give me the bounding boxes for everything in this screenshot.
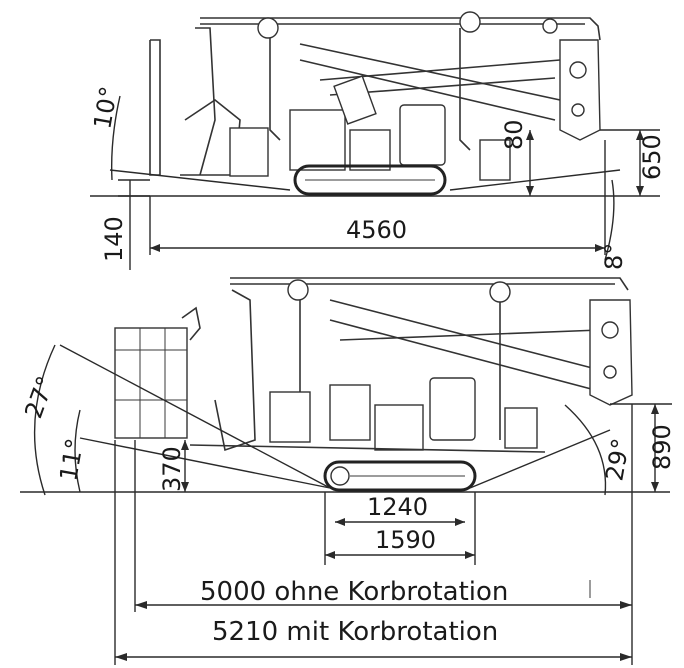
label-dim-1590: 1590 <box>375 526 436 554</box>
caption-line-1: 5000 ohne Korbrotation <box>200 577 508 607</box>
label-dim-650: 650 <box>638 134 666 180</box>
label-dim-140: 140 <box>100 216 128 262</box>
label-angle-27: 27° <box>19 372 60 422</box>
transport-dimensions <box>109 95 660 270</box>
machine-transport-view <box>90 11 660 197</box>
machine-working-view <box>20 277 670 493</box>
label-angle-11: 11° <box>54 436 89 483</box>
label-dim-80: 80 <box>500 119 528 150</box>
label-angle-8: 8° <box>600 243 628 270</box>
label-dim-1240: 1240 <box>367 493 428 521</box>
label-dim-370: 370 <box>158 446 186 492</box>
label-dim-890: 890 <box>648 424 676 470</box>
working-dimensions <box>33 344 672 665</box>
label-angle-29: 29° <box>600 436 635 483</box>
label-dim-4560: 4560 <box>346 216 407 244</box>
label-angle-10: 10° <box>88 84 123 131</box>
caption-line-2: 5210 mit Korbrotation <box>212 617 498 647</box>
